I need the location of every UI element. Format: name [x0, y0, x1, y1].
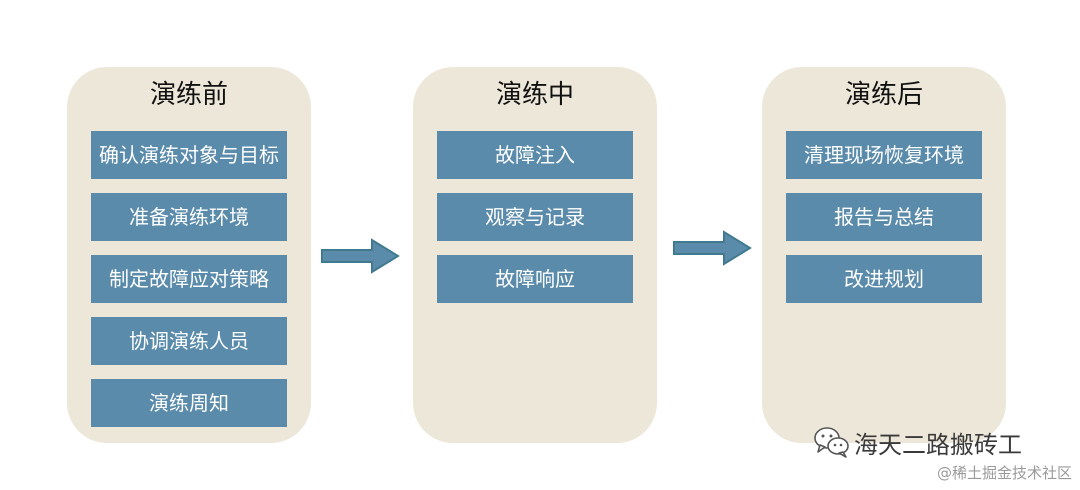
right-arrow-icon — [321, 238, 400, 274]
task-box: 报告与总结 — [786, 193, 982, 241]
task-box: 准备演练环境 — [91, 193, 287, 241]
task-box: 协调演练人员 — [91, 317, 287, 365]
right-arrow-icon — [673, 230, 752, 266]
watermark: 海天二路搬砖工 — [812, 425, 1022, 459]
watermark-text: 海天二路搬砖工 — [854, 430, 1022, 459]
phase-title: 演练中 — [495, 80, 574, 110]
wechat-icon — [814, 427, 849, 458]
task-box: 制定故障应对策略 — [91, 255, 287, 303]
phase-before-panel: 演练前 确认演练对象与目标 准备演练环境 制定故障应对策略 协调演练人员 演练周… — [67, 67, 311, 443]
phase-after-panel: 演练后 清理现场恢复环境 报告与总结 改进规划 — [762, 67, 1006, 443]
task-box: 故障响应 — [437, 255, 633, 303]
task-box: 演练周知 — [91, 379, 287, 427]
credit-text: @稀土掘金技术社区 — [936, 464, 1072, 482]
task-box: 确认演练对象与目标 — [91, 131, 287, 179]
task-box: 故障注入 — [437, 131, 633, 179]
phase-during-panel: 演练中 故障注入 观察与记录 故障响应 — [413, 67, 657, 443]
task-box: 清理现场恢复环境 — [786, 131, 982, 179]
phase-title: 演练前 — [149, 80, 228, 110]
task-box: 改进规划 — [786, 255, 982, 303]
phase-title: 演练后 — [844, 80, 923, 110]
task-box: 观察与记录 — [437, 193, 633, 241]
